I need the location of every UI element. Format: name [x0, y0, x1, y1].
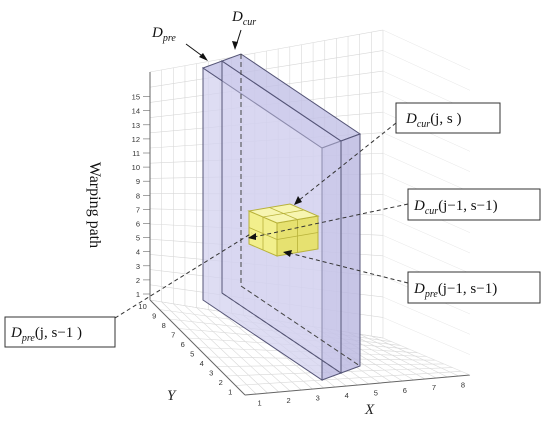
vertical-tick-label: 8 [136, 191, 140, 200]
svg-text:Dcur(j−1, s−1): Dcur(j−1, s−1) [413, 198, 498, 217]
d-cur-label: Dcur [231, 9, 256, 50]
callout-dcur-j1-s1: Dcur(j−1, s−1) [248, 188, 541, 240]
vertical-tick-label: 2 [136, 276, 140, 285]
x-tick-label: 6 [403, 386, 407, 395]
side-grid-line [382, 235, 471, 274]
x-tick-label: 8 [461, 381, 465, 390]
vertical-tick-label: 1 [136, 290, 140, 299]
x-axis-name: X [364, 402, 375, 418]
vertical-tick-label: 13 [132, 121, 140, 130]
y-axis-line [149, 299, 246, 396]
floor-grid-line [235, 371, 462, 386]
x-tick-label: 5 [374, 388, 378, 397]
side-grid-line [382, 337, 471, 376]
side-grid-line [382, 50, 471, 91]
callout-dpre-j1-s1: Dpre(j−1, s−1) [283, 250, 541, 304]
y-tick-label: 10 [138, 302, 146, 311]
y-tick-label: 5 [190, 349, 194, 358]
y-axis-name: Y [167, 388, 177, 404]
vertical-tick-label: 11 [132, 149, 140, 158]
d-pre-label: Dpre [151, 25, 208, 61]
svg-text:Dcur: Dcur [231, 9, 256, 28]
vertical-tick-label: 7 [136, 205, 140, 214]
vertical-tick-label: 9 [136, 177, 140, 186]
cell-block [247, 203, 320, 257]
x-axis-ticks: 1 2 3 4 5 6 7 8 [257, 381, 465, 408]
x-tick-label: 7 [432, 383, 436, 392]
side-grid-line [382, 132, 471, 172]
side-grid-line [382, 317, 471, 355]
vertical-tick-label: 15 [132, 93, 140, 102]
x-tick-label: 1 [257, 399, 261, 408]
callout-dpre-j-s1: Dpre(j, s−1 ) [4, 232, 253, 348]
svg-text:Dcur(j, s ): Dcur(j, s ) [405, 111, 461, 130]
y-tick-label: 8 [162, 321, 166, 330]
vertical-tick-label: 6 [136, 220, 140, 229]
y-tick-label: 2 [219, 378, 223, 387]
vertical-tick-label: 12 [132, 135, 140, 144]
y-tick-label: 9 [152, 311, 156, 320]
y-tick-label: 3 [209, 368, 213, 377]
vertical-tick-label: 3 [136, 262, 140, 271]
x-tick-label: 4 [345, 391, 349, 400]
y-tick-label: 6 [181, 340, 185, 349]
side-grid-line [382, 29, 471, 71]
vertical-tick-label: 4 [136, 248, 140, 257]
y-tick-label: 1 [228, 387, 232, 396]
vertical-tick-label: 5 [136, 234, 140, 243]
x-tick-label: 3 [316, 394, 320, 403]
y-tick-label: 7 [171, 330, 175, 339]
y-tick-label: 4 [200, 359, 204, 368]
side-grid-line [382, 152, 471, 193]
callout-dcur-j-s: Dcur(j, s ) [294, 102, 501, 205]
x-axis-line [244, 374, 471, 396]
side-grid-line [382, 296, 471, 335]
x-tick-label: 2 [287, 396, 291, 405]
svg-text:Dpre(j, s−1 ): Dpre(j, s−1 ) [10, 325, 82, 344]
warping-path-label: Warping path [86, 162, 103, 248]
side-grid-line [382, 214, 471, 254]
vertical-tick-label: 10 [132, 163, 140, 172]
svg-text:Dpre: Dpre [151, 25, 176, 44]
vertical-tick-label: 14 [132, 107, 140, 116]
svg-text:Dpre(j−1, s−1): Dpre(j−1, s−1) [413, 281, 497, 300]
